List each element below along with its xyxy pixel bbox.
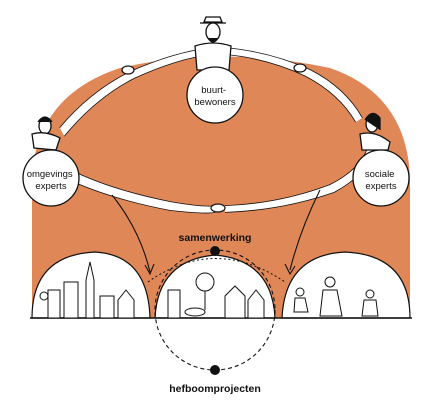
orange-collaboration-area: [32, 56, 410, 318]
circle-omgevingsexperts: [22, 149, 80, 207]
samenwerking-dot: [210, 246, 220, 256]
buildings-illustration-left: [39, 261, 135, 319]
label-hefboomprojecten: hefboomprojecten: [169, 383, 261, 395]
flow-arrows: [111, 189, 321, 276]
svg-text:sociale experts: sociale experts: [365, 169, 397, 192]
community-scene-illustration: [167, 272, 265, 319]
circle-sociale-experts: [352, 149, 410, 207]
dotted-arc: [147, 258, 286, 283]
label-buurtbewoners-line2: bewoners: [194, 97, 235, 108]
svg-text:omgevings experts: omgevings experts: [27, 169, 76, 192]
label-sociale-experts-line1: sociale: [365, 169, 395, 180]
person-top-icon: [194, 16, 232, 71]
svg-text:buurt- bewoners: buurt- bewoners: [194, 85, 235, 108]
person-left-icon: [31, 116, 61, 151]
hefboomprojecten-dot: [210, 365, 220, 375]
circle-buurtbewoners: [186, 66, 244, 124]
people-illustration-right: [293, 276, 379, 317]
label-omgevingsexperts-line2: experts: [35, 181, 66, 192]
person-right-icon: [359, 112, 391, 151]
label-omgevingsexperts-line1: omgevings: [27, 169, 73, 180]
arm-fills: [60, 48, 374, 213]
label-samenwerking: samenwerking: [179, 232, 252, 244]
dome-right: [281, 251, 411, 319]
label-sociale-experts-line2: experts: [365, 181, 396, 192]
label-buurtbewoners-line1: buurt-: [201, 85, 226, 96]
